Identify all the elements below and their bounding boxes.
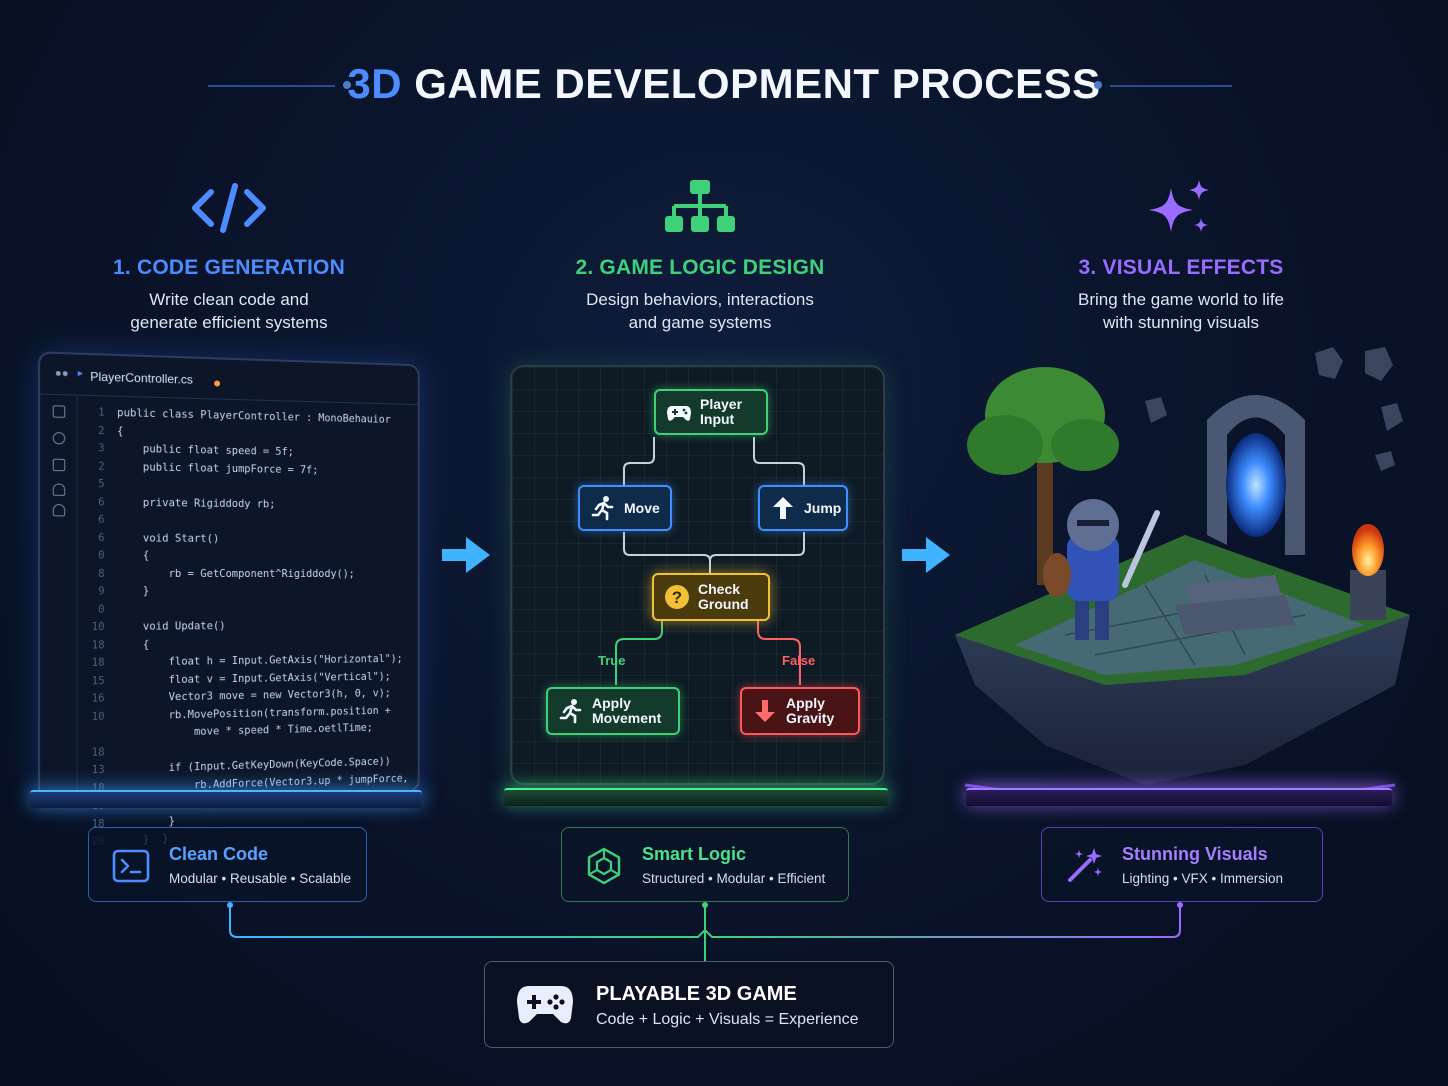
final-result-box: PLAYABLE 3D GAME Code + Logic + Visuals …: [484, 961, 894, 1048]
final-subtitle: Code + Logic + Visuals = Experience: [596, 1011, 859, 1029]
final-title: PLAYABLE 3D GAME: [596, 983, 797, 1006]
gamepad-icon: [515, 980, 575, 1030]
